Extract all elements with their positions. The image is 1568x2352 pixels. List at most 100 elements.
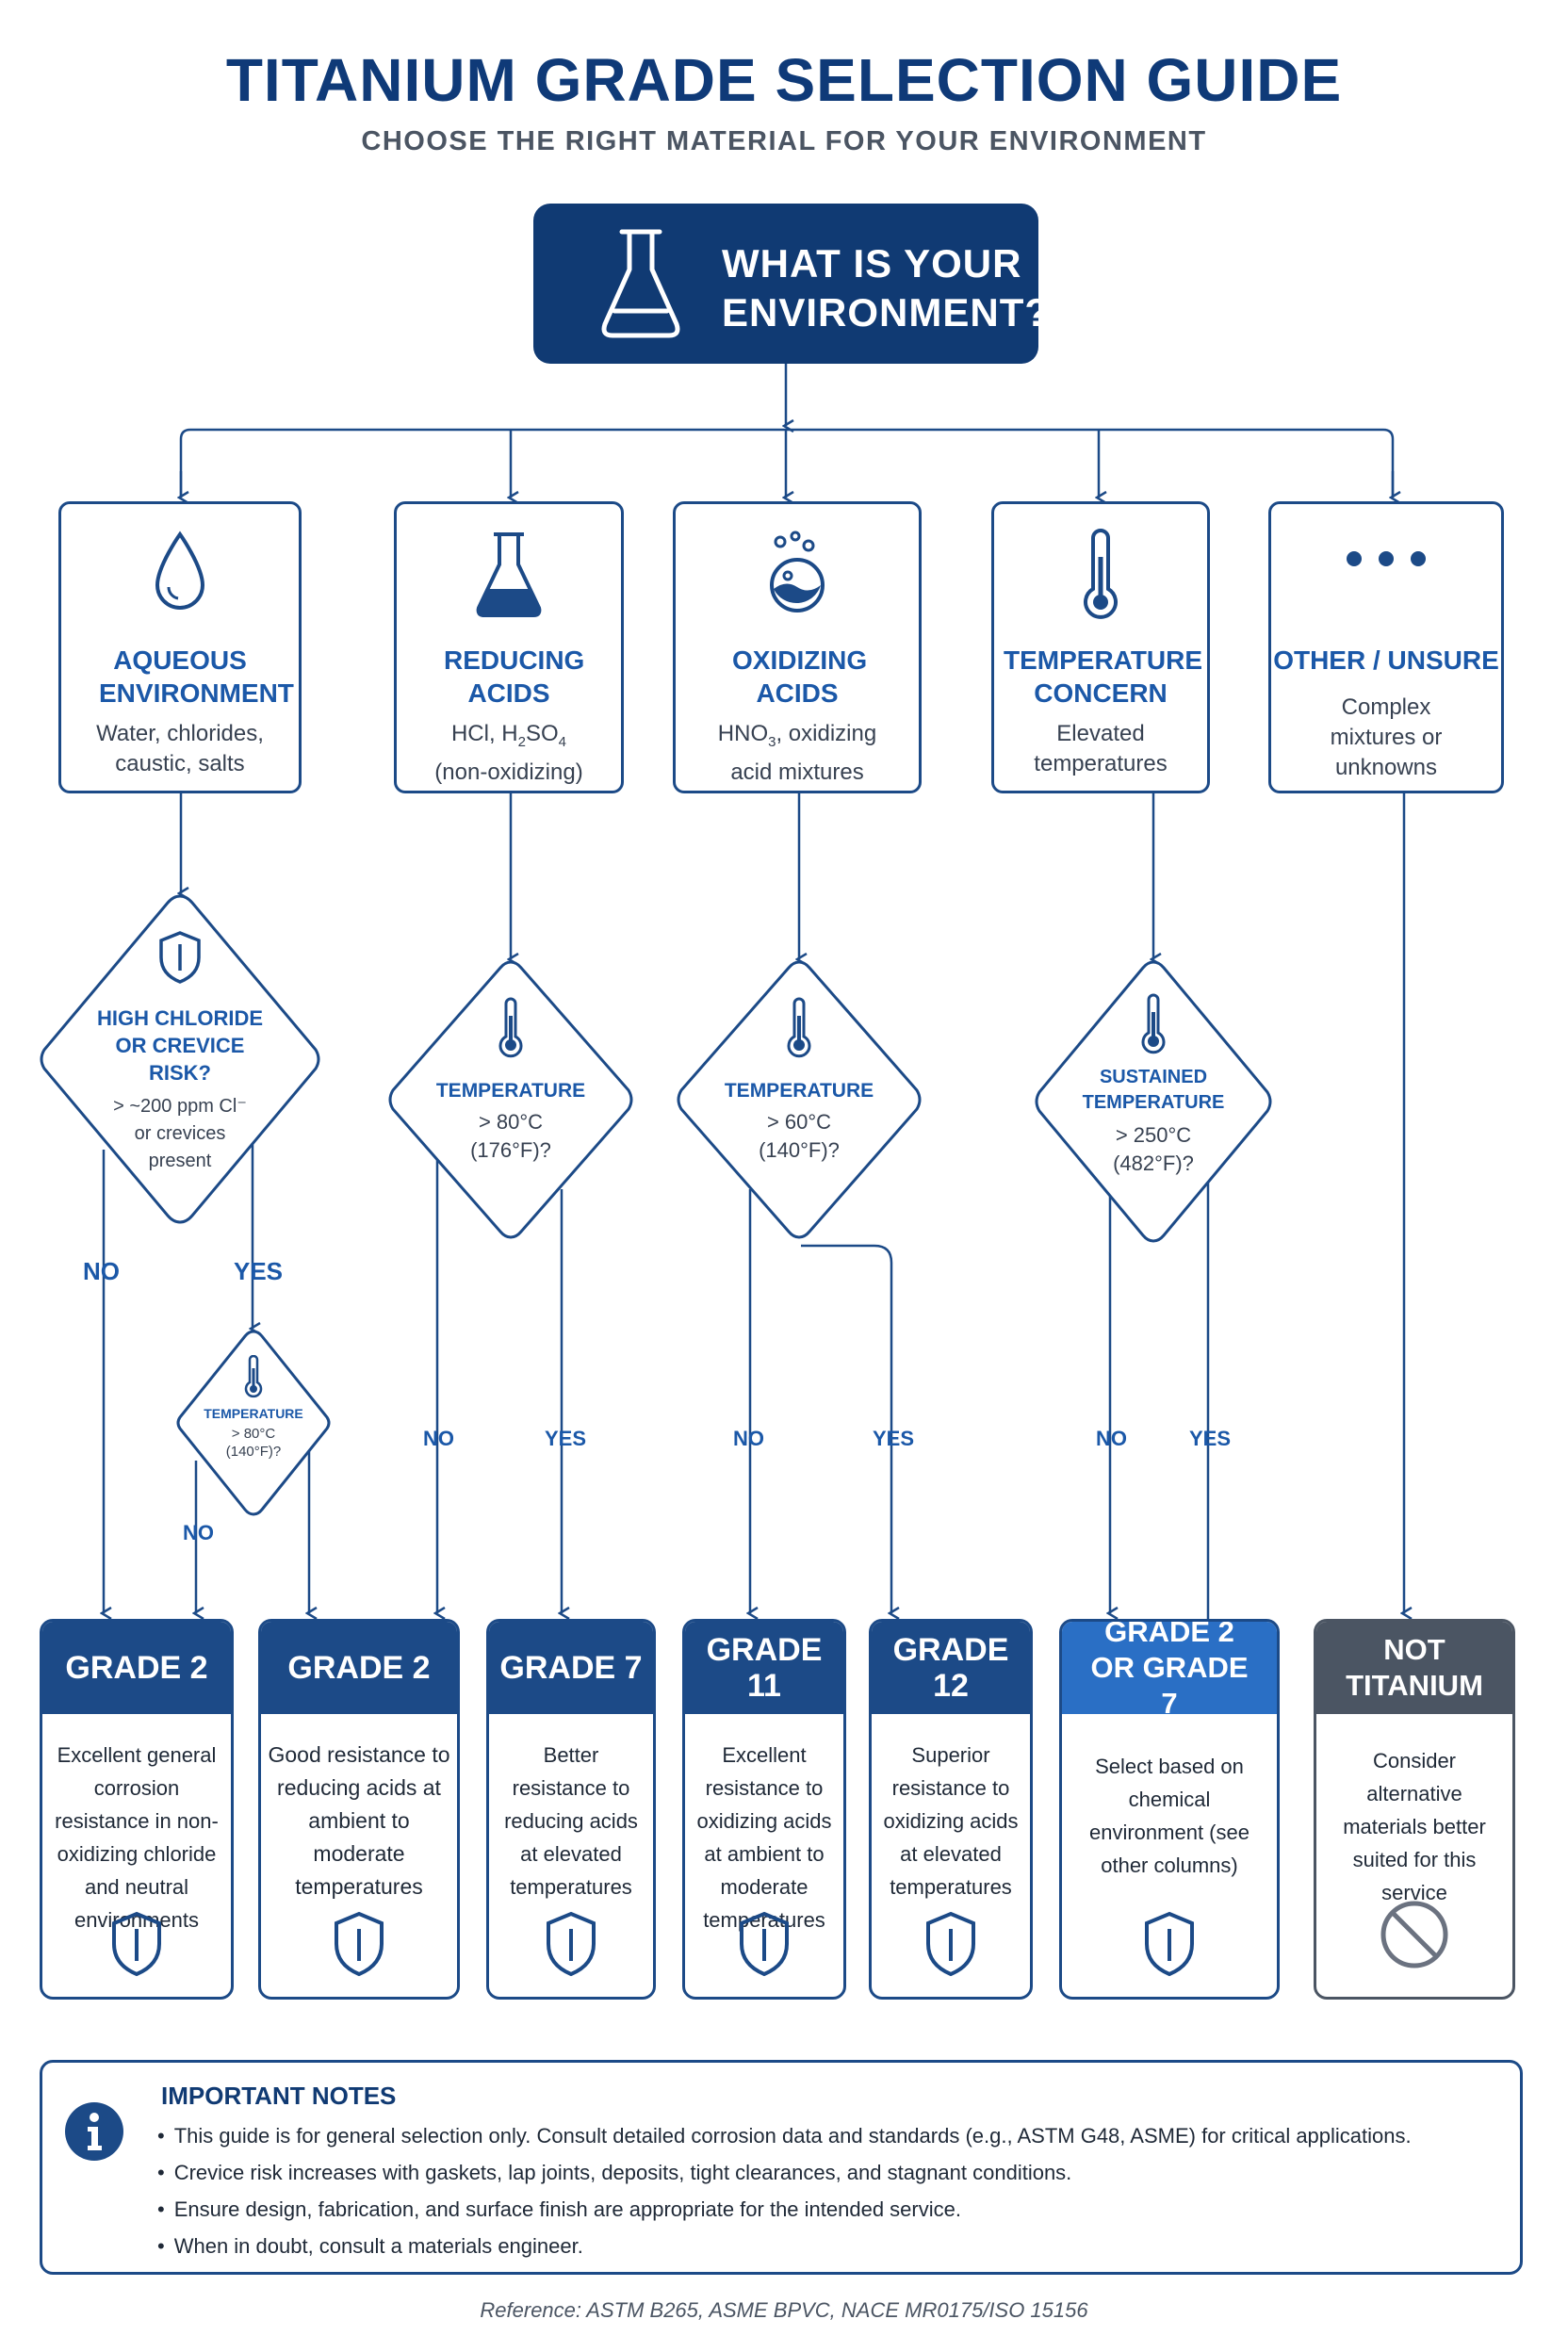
decision-sustained-q2: (482°F)?	[1113, 1152, 1194, 1175]
result-desc: Consider alternative materials better su…	[1343, 1749, 1486, 1904]
decision-chloride-temp-q2: (140°F)?	[225, 1444, 282, 1460]
decision-oxidizing-temp-title: TEMPERATURE	[724, 1080, 874, 1102]
page-subtitle: CHOOSE THE RIGHT MATERIAL FOR YOUR ENVIR…	[361, 126, 1207, 156]
decision-oxidizing-temperature: TEMPERATURE > 60°C (140°F)?	[673, 959, 925, 1240]
env-other-desc: Complex mixtures or unknowns	[1330, 694, 1443, 780]
result-title: GRADE 7	[489, 1622, 653, 1714]
decision-chloride-title1: HIGH CHLORIDE	[97, 1006, 263, 1030]
decision-oxidizing-temp-q1: > 60°C	[766, 1110, 832, 1134]
thermometer-icon	[384, 997, 637, 1059]
water-drop-icon	[61, 529, 299, 613]
root-question-box: WHAT IS YOUR ENVIRONMENT?	[533, 204, 1050, 364]
thermometer-icon	[673, 997, 925, 1059]
env-aqueous-box[interactable]: AQUEOUS ENVIRONMENT Water, chlorides, ca…	[58, 501, 302, 793]
decision-chloride-temp-title: TEMPERATURE	[204, 1406, 303, 1421]
result-title: GRADE 2	[261, 1622, 457, 1714]
env-reducing-box[interactable]: REDUCING ACIDS HCl, H2SO4 (non-oxidizing…	[394, 501, 624, 793]
decision-chloride-q1: > ~200 ppm Cl⁻	[113, 1096, 247, 1117]
decision-oxidizing-temp-q2: (140°F)?	[759, 1138, 840, 1162]
branch-label-no: NO	[183, 1521, 214, 1544]
shield-icon	[36, 929, 324, 986]
ellipsis-icon	[1271, 547, 1501, 570]
result-desc: Select based on chemical environment (se…	[1089, 1755, 1250, 1877]
branch-label-no: NO	[83, 1257, 120, 1285]
note-item: When in doubt, consult a materials engin…	[157, 2228, 1412, 2264]
branch-label-yes: YES	[873, 1427, 915, 1450]
decision-sustained-title1: SUSTAINED	[1099, 1067, 1208, 1087]
branch-label-no: NO	[1096, 1427, 1127, 1450]
result-card-not-titanium[interactable]: NOT TITANIUM Consider alternative materi…	[1314, 1619, 1515, 2000]
decision-sustained-title2: TEMPERATURE	[1082, 1092, 1225, 1113]
note-item: Ensure design, fabrication, and surface …	[157, 2191, 1412, 2228]
result-card-grade-2-or-7[interactable]: GRADE 2 OR GRADE 7 Select based on chemi…	[1059, 1619, 1280, 2000]
decision-chloride-q2: or crevices	[134, 1123, 226, 1144]
shield-icon	[685, 1910, 843, 1978]
env-temperature-box[interactable]: TEMPERATURE CONCERN Elevated temperature…	[991, 501, 1210, 793]
branch-label-yes: YES	[234, 1257, 284, 1285]
result-card-grade-2[interactable]: GRADE 2 Excellent general corrosion resi…	[40, 1619, 234, 2000]
result-desc: Superior resistance to oxidizing acids a…	[883, 1743, 1019, 1899]
result-desc: Good resistance to reducing acids at amb…	[268, 1742, 450, 1899]
env-temperature-title: TEMPERATURE CONCERN	[1004, 645, 1203, 708]
decision-chloride-title3: RISK?	[149, 1061, 211, 1085]
root-question-line1: WHAT IS YOUR	[722, 241, 1022, 286]
thermometer-icon	[994, 529, 1207, 623]
branch-label-no: NO	[423, 1427, 454, 1450]
decision-reducing-temp-q1: > 80°C	[478, 1110, 544, 1134]
shield-icon	[1062, 1910, 1277, 1978]
shield-icon	[872, 1910, 1030, 1978]
result-title: GRADE 12	[872, 1622, 1030, 1714]
result-card-grade-7[interactable]: GRADE 7 Better resistance to reducing ac…	[486, 1619, 656, 2000]
branch-label-yes: YES	[545, 1427, 587, 1450]
decision-sustained-q1: > 250°C	[1115, 1123, 1192, 1147]
result-desc: Excellent resistance to oxidizing acids …	[696, 1743, 832, 1932]
result-title: GRADE 2	[42, 1622, 231, 1714]
thermometer-icon	[1031, 993, 1276, 1055]
result-card-grade-12[interactable]: GRADE 12 Superior resistance to oxidizin…	[869, 1619, 1033, 2000]
decision-chloride-risk: HIGH CHLORIDE OR CREVICE RISK? > ~200 pp…	[36, 893, 324, 1225]
env-other-box[interactable]: OTHER / UNSURE Complex mixtures or unkno…	[1268, 501, 1504, 793]
env-oxidizing-box[interactable]: OXIDIZING ACIDS HNO3, oxidizing acid mix…	[673, 501, 922, 793]
result-title: GRADE 11	[685, 1622, 843, 1714]
decision-sustained-temperature: SUSTAINED TEMPERATURE > 250°C (482°F)?	[1031, 959, 1276, 1244]
decision-reducing-temp-q2: (176°F)?	[470, 1138, 551, 1162]
shield-icon	[261, 1910, 457, 1978]
info-icon	[63, 2100, 125, 2167]
env-other-title: OTHER / UNSURE	[1273, 645, 1499, 675]
decision-chloride-temperature: TEMPERATURE > 80°C (140°F)?	[173, 1329, 334, 1517]
result-desc: Excellent general corrosion resistance i…	[55, 1743, 219, 1932]
env-aqueous-desc: Water, chlorides, caustic, salts	[96, 721, 264, 776]
decision-chloride-title2: OR CREVICE	[115, 1034, 245, 1057]
result-card-grade-2[interactable]: GRADE 2 Good resistance to reducing acid…	[258, 1619, 460, 2000]
env-reducing-title: REDUCING ACIDS	[444, 645, 585, 708]
result-desc: Better resistance to reducing acids at e…	[504, 1743, 638, 1899]
page-title: TITANIUM GRADE SELECTION GUIDE	[225, 46, 1343, 114]
result-title: GRADE 2 OR GRADE 7	[1062, 1622, 1277, 1720]
shield-icon	[42, 1910, 231, 1978]
branch-label-no: NO	[733, 1427, 764, 1450]
env-aqueous-title: AQUEOUS ENVIRONMENT	[99, 645, 294, 708]
decision-reducing-temperature: TEMPERATURE > 80°C (176°F)?	[384, 959, 637, 1240]
thermometer-icon	[173, 1355, 334, 1398]
decision-chloride-q3: present	[148, 1151, 212, 1171]
shield-icon	[489, 1910, 653, 1978]
important-notes-panel: IMPORTANT NOTES This guide is for genera…	[40, 2060, 1523, 2275]
reference-footer: Reference: ASTM B265, ASME BPVC, NACE MR…	[480, 2298, 1088, 2322]
branch-label-yes: YES	[1189, 1427, 1232, 1450]
decision-chloride-temp-q1: > 80°C	[231, 1426, 276, 1442]
notes-list: This guide is for general selection only…	[157, 2117, 1412, 2264]
prohibited-icon	[1316, 1899, 1512, 1970]
flask-icon	[596, 224, 686, 351]
result-card-grade-11[interactable]: GRADE 11 Excellent resistance to oxidizi…	[682, 1619, 846, 2000]
env-temperature-desc: Elevated temperatures	[1034, 721, 1168, 776]
note-item: Crevice risk increases with gaskets, lap…	[157, 2154, 1412, 2191]
decision-reducing-temp-title: TEMPERATURE	[435, 1080, 586, 1102]
root-question-line2: ENVIRONMENT?	[722, 290, 1050, 335]
env-reducing-desc: HCl, H2SO4 (non-oxidizing)	[434, 721, 583, 785]
result-title: NOT TITANIUM	[1316, 1622, 1512, 1714]
env-oxidizing-desc: HNO3, oxidizing acid mixtures	[717, 721, 877, 785]
notes-heading: IMPORTANT NOTES	[161, 2082, 397, 2110]
flask-icon	[397, 529, 621, 623]
note-item: This guide is for general selection only…	[157, 2117, 1412, 2154]
